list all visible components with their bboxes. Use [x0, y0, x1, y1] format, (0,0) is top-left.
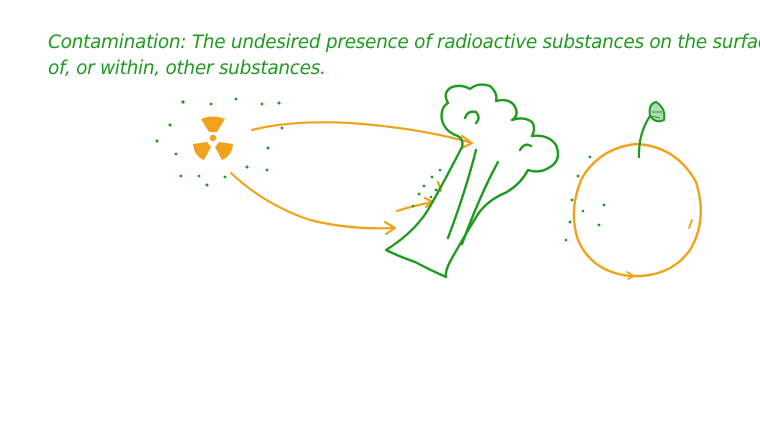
radiation-particles-orange [564, 155, 606, 242]
radiation-particles-broccoli [411, 168, 442, 215]
orange-fruit-icon [572, 100, 702, 280]
definition-text: Contamination: The undesired presence of… [48, 30, 760, 82]
radiation-particles-box [155, 97, 284, 187]
definition-line-2: of, or within, other substances. [48, 58, 326, 79]
radioactive-box-icon [193, 116, 233, 160]
definition-line-1: Contamination: The undesired presence of… [48, 32, 760, 53]
broccoli-icon [384, 83, 560, 279]
contamination-arrows [229, 121, 474, 236]
